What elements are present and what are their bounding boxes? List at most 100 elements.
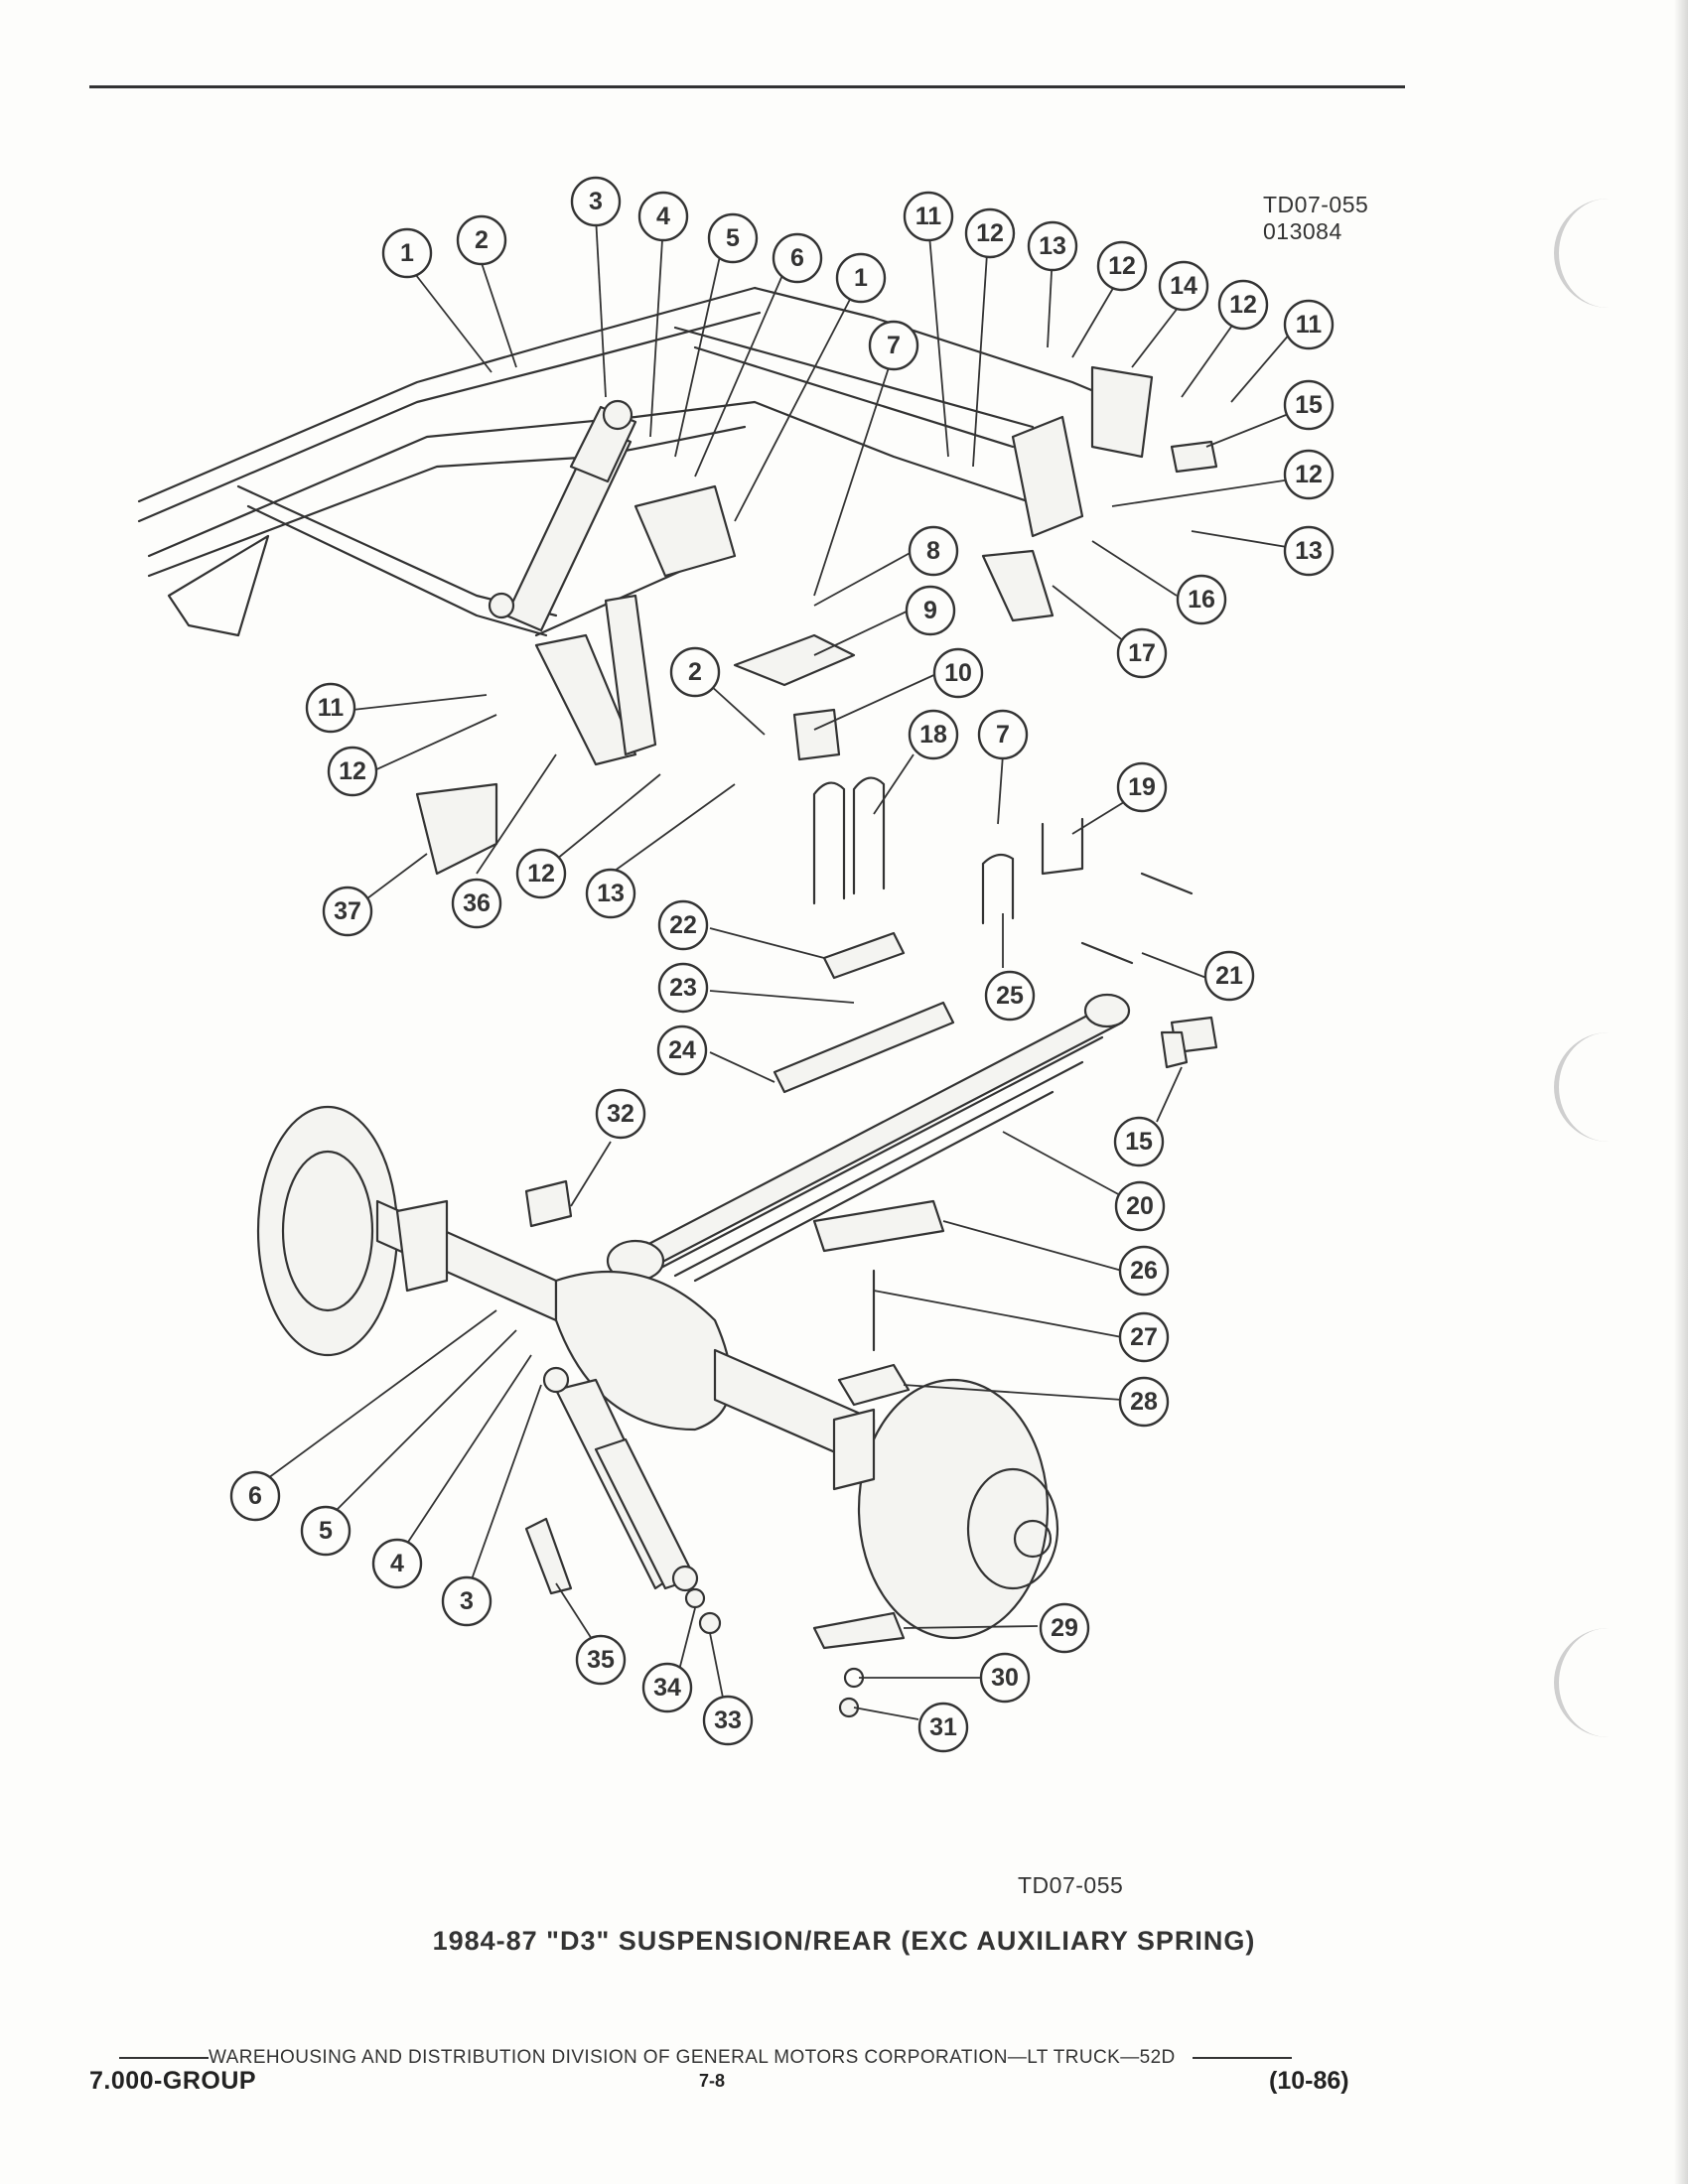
callout-15b: 15 [1113,1116,1165,1167]
callout-33: 33 [702,1695,754,1746]
svg-text:33: 33 [714,1706,742,1734]
callout-28: 28 [1118,1376,1170,1428]
callout-7: 7 [868,320,919,371]
callout-21: 21 [1203,950,1255,1002]
shock-absorber-upper [488,399,637,632]
svg-text:30: 30 [991,1664,1019,1692]
leaf-spring [524,993,1131,1283]
callout-5: 5 [707,212,759,264]
binder-ring-bottom [1554,1628,1648,1737]
callout-14: 14 [1158,260,1209,312]
callout-1b: 1 [835,252,887,304]
svg-text:27: 27 [1130,1323,1158,1351]
callout-34: 34 [641,1662,693,1713]
callout-6b: 6 [229,1470,281,1522]
svg-text:22: 22 [669,911,697,939]
footer-rule-left [119,2056,209,2059]
callout-9: 9 [905,585,956,636]
svg-text:15: 15 [1295,391,1323,419]
svg-text:7: 7 [996,721,1010,749]
svg-text:14: 14 [1170,272,1197,300]
svg-text:8: 8 [926,537,940,565]
svg-text:7: 7 [887,332,901,359]
callout-11b: 11 [1283,299,1335,350]
callout-31: 31 [917,1702,969,1753]
callout-3b: 3 [441,1575,492,1627]
binder-ring-top [1554,199,1648,308]
callout-3: 3 [570,176,622,227]
svg-text:11: 11 [318,694,345,722]
callout-20: 20 [1114,1180,1166,1232]
svg-text:12: 12 [527,860,555,887]
svg-text:18: 18 [919,721,947,749]
svg-text:11: 11 [1296,311,1323,339]
top-rule [89,85,1405,88]
fasteners [524,1199,945,1718]
callout-16: 16 [1176,574,1227,625]
callout-35: 35 [575,1634,627,1686]
svg-text:37: 37 [334,897,361,925]
callout-12b: 12 [1096,240,1148,292]
callout-29: 29 [1039,1602,1090,1654]
svg-text:12: 12 [1295,461,1323,488]
svg-text:11: 11 [915,203,942,230]
footer-group: 7.000-GROUP [89,2067,257,2095]
svg-text:32: 32 [607,1100,634,1128]
svg-text:9: 9 [923,597,937,624]
drawing-id-number: TD07-055 [1263,192,1369,217]
page-number: 7-8 [699,2071,726,2091]
figure-caption: 1984-87 "D3" SUSPENSION/REAR (EXC AUXILI… [432,1926,1256,1956]
callout-12e: 12 [327,746,378,797]
callout-8: 8 [908,525,959,577]
svg-text:4: 4 [656,203,670,230]
callout-23: 23 [657,962,709,1014]
callout-2b: 2 [669,646,721,698]
drawing-id: TD07-055 013084 [1263,192,1368,245]
svg-text:12: 12 [976,219,1004,247]
callouts: 1 2 3 4 5 6 1 7 11 12 13 12 14 12 11 15 … [229,176,1335,1753]
page-edge-shadow [1674,0,1688,2184]
svg-text:13: 13 [597,880,625,907]
svg-text:5: 5 [319,1517,333,1545]
svg-text:3: 3 [460,1587,474,1615]
svg-text:1: 1 [854,264,868,292]
callout-27: 27 [1118,1311,1170,1363]
svg-text:10: 10 [944,659,972,687]
callout-7b: 7 [977,709,1029,760]
footer-division-text: WAREHOUSING AND DISTRIBUTION DIVISION OF… [209,2047,1176,2068]
callout-5b: 5 [300,1505,352,1557]
svg-text:1: 1 [400,239,414,267]
svg-text:29: 29 [1051,1614,1078,1642]
callout-12d: 12 [1283,449,1335,500]
svg-text:34: 34 [653,1674,681,1702]
callout-15: 15 [1283,379,1335,431]
callout-18: 18 [908,709,959,760]
footer-division-line: WAREHOUSING AND DISTRIBUTION DIVISION OF… [119,2047,1293,2069]
callout-10: 10 [932,647,984,699]
front-hanger-bracket [415,484,737,876]
leader-lines [252,215,1312,1720]
svg-text:36: 36 [463,889,491,917]
callout-11: 11 [903,191,954,242]
svg-text:6: 6 [248,1482,262,1510]
callout-6: 6 [772,232,823,284]
binder-ring-middle [1554,1032,1648,1142]
callout-12c: 12 [1217,279,1269,331]
svg-text:6: 6 [790,244,804,272]
svg-text:17: 17 [1128,639,1156,667]
svg-text:21: 21 [1215,962,1243,990]
svg-text:16: 16 [1188,586,1215,614]
callout-17: 17 [1116,627,1168,679]
callout-19: 19 [1116,761,1168,813]
svg-text:26: 26 [1130,1257,1158,1285]
svg-text:35: 35 [587,1646,615,1674]
drawing-id-code: 013084 [1263,218,1342,244]
callout-13: 13 [1027,220,1078,272]
spring-mounting-hardware [733,633,1194,1094]
svg-text:13: 13 [1295,537,1323,565]
callout-1: 1 [381,227,433,279]
footer-date: (10-86) [1269,2067,1349,2095]
svg-text:28: 28 [1130,1388,1158,1416]
svg-text:3: 3 [589,188,603,215]
